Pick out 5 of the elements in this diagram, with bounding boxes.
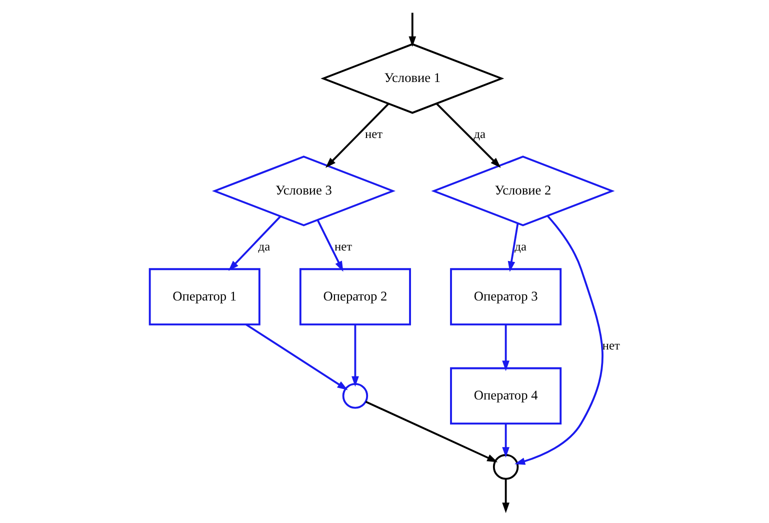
edge-label: да — [514, 239, 526, 254]
edge-label: нет — [334, 239, 352, 254]
edge-label: нет — [364, 126, 382, 141]
edge-label: да — [258, 239, 270, 254]
edge-label: да — [473, 126, 485, 141]
